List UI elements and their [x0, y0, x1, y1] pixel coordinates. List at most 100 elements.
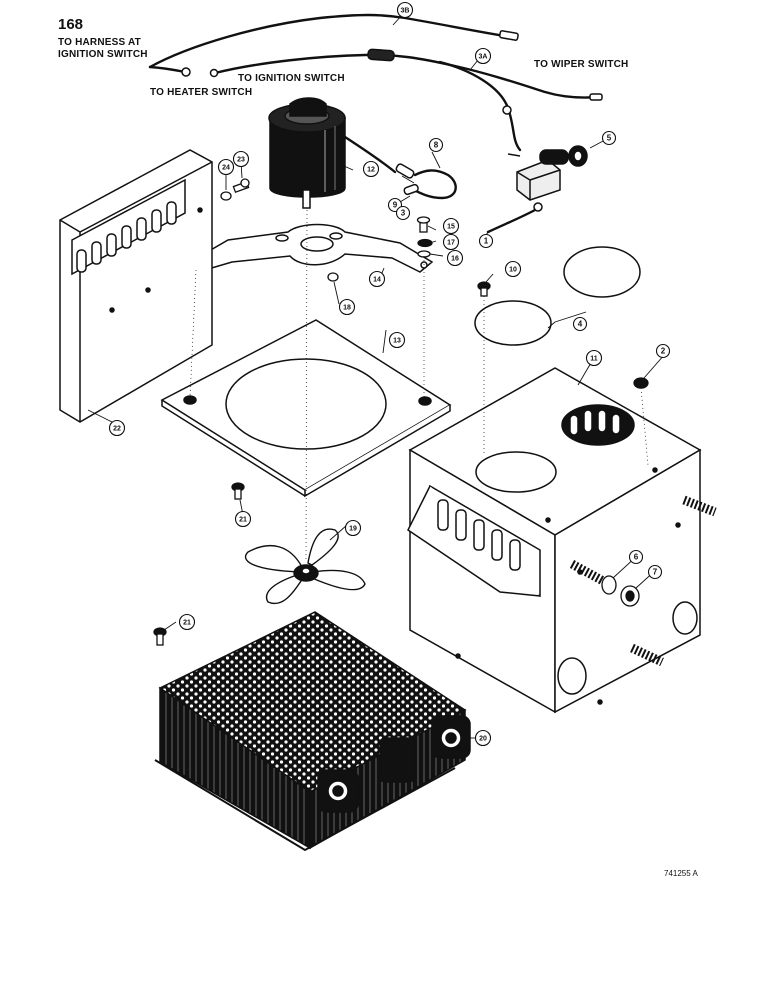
callout-circle — [232, 150, 250, 168]
callout-2: 2 — [655, 343, 671, 359]
wire-to-ignition — [213, 53, 600, 99]
callout-circle — [442, 217, 460, 235]
callout-number: 15 — [447, 224, 455, 231]
ring-terminal — [533, 202, 543, 212]
callout-circle — [368, 270, 386, 288]
washer-17 — [417, 238, 433, 248]
callout-group: 3B3A452111093811214131517161823242221211… — [108, 1, 671, 747]
screw-21-upper — [231, 482, 245, 500]
callout-circle — [338, 298, 356, 316]
callout-circle — [395, 205, 411, 221]
callout-number: 22 — [113, 426, 121, 433]
gasket-upper — [563, 246, 641, 298]
callout-24: 24 — [217, 158, 235, 176]
wire-to-heater-switch — [148, 65, 187, 74]
callout-number: 4 — [578, 320, 583, 329]
grommet-2 — [633, 377, 649, 389]
callout-10: 10 — [504, 260, 522, 278]
callout-number: 21 — [183, 620, 191, 627]
callout-number: 2 — [661, 347, 666, 356]
wire-8-loop — [408, 169, 457, 200]
callout-number: 19 — [349, 526, 357, 533]
screw-10 — [477, 281, 491, 297]
callout-6: 6 — [628, 549, 644, 565]
callout-circle — [628, 549, 644, 565]
callout-3: 3 — [395, 205, 411, 221]
wire-1 — [486, 208, 537, 234]
label-to-heater-switch: TO HEATER SWITCH — [150, 87, 253, 98]
callout-12: 12 — [362, 160, 380, 178]
connector-9 — [395, 163, 415, 179]
callout-circle — [474, 729, 492, 747]
louver-panel — [59, 149, 213, 423]
callout-circle — [388, 331, 406, 349]
callout-19: 19 — [344, 519, 362, 537]
callout-circle — [504, 260, 522, 278]
washer-6 — [601, 575, 617, 595]
callout-number: 3 — [401, 209, 406, 218]
callout-number: 6 — [634, 553, 639, 562]
callout-number: 21 — [239, 517, 247, 524]
connector-wiper — [589, 93, 603, 101]
guide-lines — [189, 209, 649, 561]
callout-20: 20 — [474, 729, 492, 747]
connector-3b — [499, 30, 519, 41]
callout-number: 11 — [590, 356, 598, 363]
callout-number: 1 — [484, 237, 489, 246]
callout-1: 1 — [478, 233, 494, 249]
callout-circle — [362, 160, 380, 178]
fuse-holder — [367, 48, 395, 62]
figure-id: 741255 A — [664, 869, 698, 878]
callout-number: 17 — [447, 240, 455, 247]
callout-circle — [572, 316, 588, 332]
page-number: 168 — [58, 16, 84, 33]
fan-blade — [244, 528, 366, 605]
callout-circle — [428, 137, 444, 153]
ring-terminal — [181, 67, 191, 77]
callout-number: 23 — [237, 157, 245, 164]
callout-16: 16 — [446, 249, 464, 267]
callout-8: 8 — [428, 137, 444, 153]
washer-24 — [220, 191, 232, 201]
ring-terminal — [209, 68, 219, 78]
callout-circle — [446, 249, 464, 267]
label-to-harness-line2: IGNITION SWITCH — [58, 49, 148, 60]
nut-18 — [327, 272, 339, 282]
callout-number: 10 — [509, 267, 517, 274]
wire-terminals — [181, 30, 603, 212]
callout-22: 22 — [108, 419, 126, 437]
callout-circle — [647, 564, 663, 580]
label-to-ignition-switch: TO IGNITION SWITCH — [238, 73, 345, 84]
callout-circle — [601, 130, 617, 146]
leader-lines — [87, 13, 666, 739]
callout-circle — [178, 613, 196, 631]
callout-number: 9 — [393, 201, 398, 210]
connector-3 — [403, 183, 419, 196]
callout-number: 12 — [367, 167, 375, 174]
callout-21: 21 — [178, 613, 196, 631]
ring-terminal — [502, 105, 512, 115]
wire-motor-lead — [343, 135, 397, 174]
screw-23 — [232, 178, 250, 194]
callout-5: 5 — [601, 130, 617, 146]
blower-motor — [268, 97, 346, 209]
motor-bracket — [188, 223, 434, 273]
wire-3b — [148, 13, 507, 69]
callout-number: 13 — [393, 338, 401, 345]
callout-circle — [442, 233, 460, 251]
toggle-switch — [507, 145, 588, 201]
callout-circle — [585, 349, 603, 367]
callout-number: 24 — [222, 165, 230, 172]
screw-21-lower — [153, 627, 167, 646]
label-to-wiper-switch: TO WIPER SWITCH — [534, 59, 629, 70]
mounting-plate — [160, 319, 452, 498]
callout-circle — [217, 158, 235, 176]
heater-core — [154, 611, 471, 852]
callout-number: 3A — [479, 54, 488, 61]
callout-18: 18 — [338, 298, 356, 316]
callout-number: 18 — [343, 305, 351, 312]
callout-number: 5 — [607, 134, 612, 143]
callout-circle — [108, 419, 126, 437]
callout-7: 7 — [647, 564, 663, 580]
callout-circle — [655, 343, 671, 359]
